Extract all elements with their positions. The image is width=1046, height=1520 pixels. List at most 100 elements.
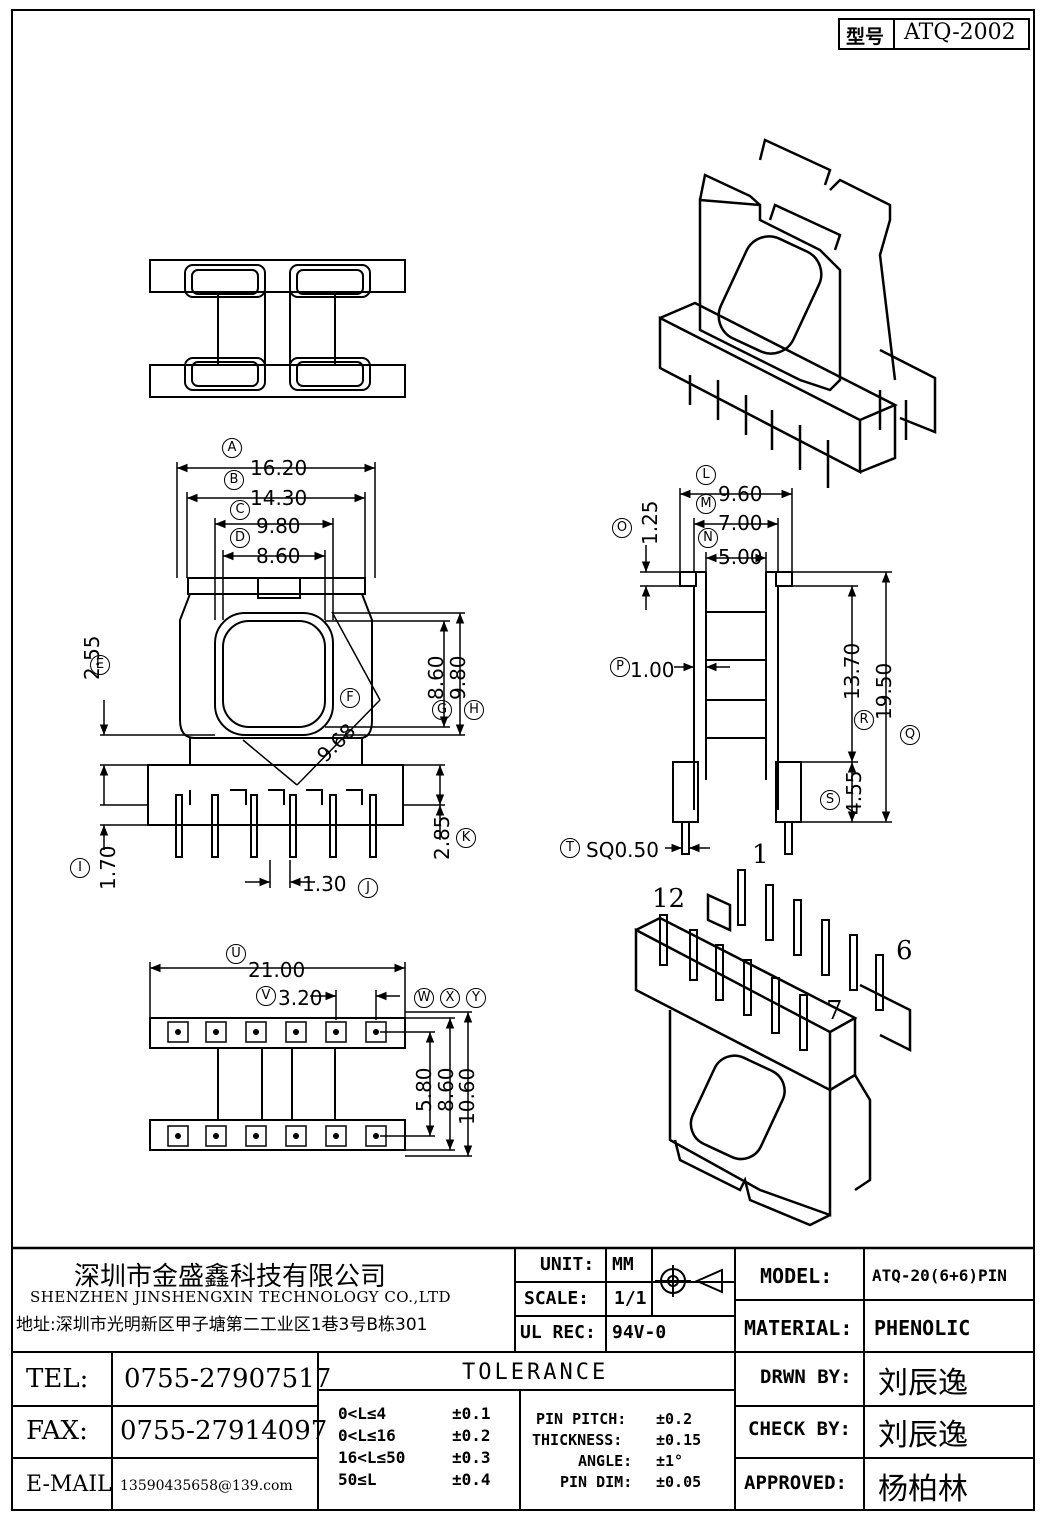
dim-value-v: 3.20 <box>278 986 323 1010</box>
pin-number-6: 6 <box>896 936 913 966</box>
material-label: MATERIAL: <box>744 1316 853 1340</box>
unit-label: UNIT: <box>540 1254 595 1275</box>
drawn-by-value: 刘辰逸 <box>878 1366 968 1401</box>
fax-label: FAX: <box>26 1416 88 1446</box>
dim-value-c: 9.80 <box>256 514 301 538</box>
dim-value-w: 5.80 <box>412 1067 436 1112</box>
front-view <box>147 577 404 858</box>
iso-view-bottom <box>634 869 912 1227</box>
top-view <box>149 259 406 398</box>
dim-value-u: 21.00 <box>248 958 306 982</box>
dim-label-b: B <box>224 470 244 490</box>
model-label: MODEL: <box>760 1264 833 1288</box>
material-value: PHENOLIC <box>874 1316 971 1340</box>
dim-value-y: 10.60 <box>455 1067 479 1125</box>
dim-value-g: 8.60 <box>424 655 448 700</box>
approved-value: 杨柏林 <box>878 1472 968 1507</box>
dim-value-b: 14.30 <box>250 486 308 510</box>
dim-value-r: 13.70 <box>840 642 864 700</box>
dim-value-s: 4.55 <box>842 770 866 815</box>
iso-view-top <box>658 138 937 488</box>
tol-value-4: ±0.4 <box>452 1470 491 1489</box>
bottom-dims <box>149 962 473 1157</box>
pin-number-1: 1 <box>752 840 769 870</box>
dim-value-m: 7.00 <box>718 511 763 535</box>
projection-symbol <box>655 1265 723 1297</box>
dim-value-e: 2.55 <box>80 635 104 680</box>
tol-range-2: 0<L≤16 <box>338 1426 396 1445</box>
dim-label-s: S <box>820 790 840 810</box>
dim-label-q: Q <box>900 725 920 745</box>
angle-value: ±1° <box>656 1452 684 1470</box>
dim-label-r: R <box>854 710 874 730</box>
dim-value-i: 1.70 <box>96 845 120 890</box>
tel-value: 0755-27907517 <box>124 1364 332 1394</box>
pin-dim-value: ±0.05 <box>656 1473 702 1491</box>
ulrec-value: 94V-0 <box>612 1322 667 1343</box>
dim-label-l: L <box>696 465 716 485</box>
dim-label-c: C <box>230 500 250 520</box>
check-by-value: 刘辰逸 <box>878 1418 968 1453</box>
dim-value-p: 1.00 <box>630 658 675 682</box>
unit-value: MM <box>612 1254 634 1275</box>
dim-label-e: E <box>90 655 110 675</box>
dim-value-j: 1.30 <box>302 872 347 896</box>
model-header-box <box>838 18 1030 50</box>
dim-value-l: 9.60 <box>718 482 763 506</box>
thickness-value: ±0.15 <box>656 1431 702 1449</box>
pin-pitch-value: ±0.2 <box>656 1410 693 1428</box>
dim-label-o: O <box>612 518 632 538</box>
check-by-label: CHECK BY: <box>748 1418 851 1440</box>
sheet-border <box>11 9 1035 1511</box>
bottom-view <box>149 1017 406 1151</box>
front-dims <box>99 462 465 888</box>
side-dims <box>640 488 892 853</box>
approved-label: APPROVED: <box>744 1472 847 1494</box>
dim-label-f: F <box>340 688 360 708</box>
dim-value-o: 1.25 <box>638 500 662 545</box>
dim-value-a: 16.20 <box>250 456 308 480</box>
tol-range-1: 0<L≤4 <box>338 1404 387 1423</box>
model-header-label: 型号 <box>846 26 885 48</box>
dim-label-h: H <box>464 700 484 720</box>
pin-number-12: 12 <box>652 884 686 914</box>
dim-value-h: 9.80 <box>446 655 470 700</box>
dim-label-m: M <box>696 494 716 514</box>
dim-label-x: X <box>440 988 460 1008</box>
dim-label-p: P <box>610 657 630 677</box>
dim-label-a: A <box>222 438 242 458</box>
dim-value-d: 8.60 <box>256 544 301 568</box>
angle-label: ANGLE: <box>578 1452 633 1470</box>
tol-value-2: ±0.2 <box>452 1426 491 1445</box>
tol-value-3: ±0.3 <box>452 1448 491 1467</box>
model-value: ATQ-20(6+6)PIN <box>872 1266 1007 1285</box>
company-name-en: SHENZHEN JINSHENGXIN TECHNOLOGY CO.,LTD <box>30 1288 452 1306</box>
tolerance-title: TOLERANCE <box>462 1360 609 1385</box>
model-header-value: ATQ-2002 <box>904 20 1016 45</box>
company-address: 地址:深圳市光明新区甲子塘第二工业区1巷3号B栋301 <box>16 1315 428 1335</box>
tol-range-3: 16<L≤50 <box>338 1448 406 1467</box>
dim-value-t: SQ0.50 <box>586 838 659 862</box>
dim-label-y: Y <box>466 988 486 1008</box>
pin-pitch-label: PIN PITCH: <box>536 1410 627 1428</box>
dim-label-t: T <box>560 838 580 858</box>
dim-label-g: G <box>432 700 452 720</box>
thickness-label: THICKNESS: <box>532 1431 623 1449</box>
dim-value-q: 19.50 <box>872 662 896 720</box>
pin-number-7: 7 <box>826 996 843 1026</box>
fax-value: 0755-27914097 <box>120 1416 328 1446</box>
email-value: 13590435658@139.com <box>120 1478 293 1494</box>
email-label: E-MAIL <box>26 1472 112 1497</box>
scale-value: 1/1 <box>614 1288 647 1309</box>
ulrec-label: UL REC: <box>520 1322 596 1343</box>
dim-label-v: V <box>256 986 276 1006</box>
dim-label-u: U <box>226 944 246 964</box>
drawn-by-label: DRWN BY: <box>760 1366 852 1388</box>
dim-label-n: N <box>698 528 718 548</box>
tol-value-1: ±0.1 <box>452 1404 491 1423</box>
dim-label-i: I <box>70 858 90 878</box>
dim-label-j: J <box>358 878 378 898</box>
tol-range-4: 50≤L <box>338 1470 377 1489</box>
